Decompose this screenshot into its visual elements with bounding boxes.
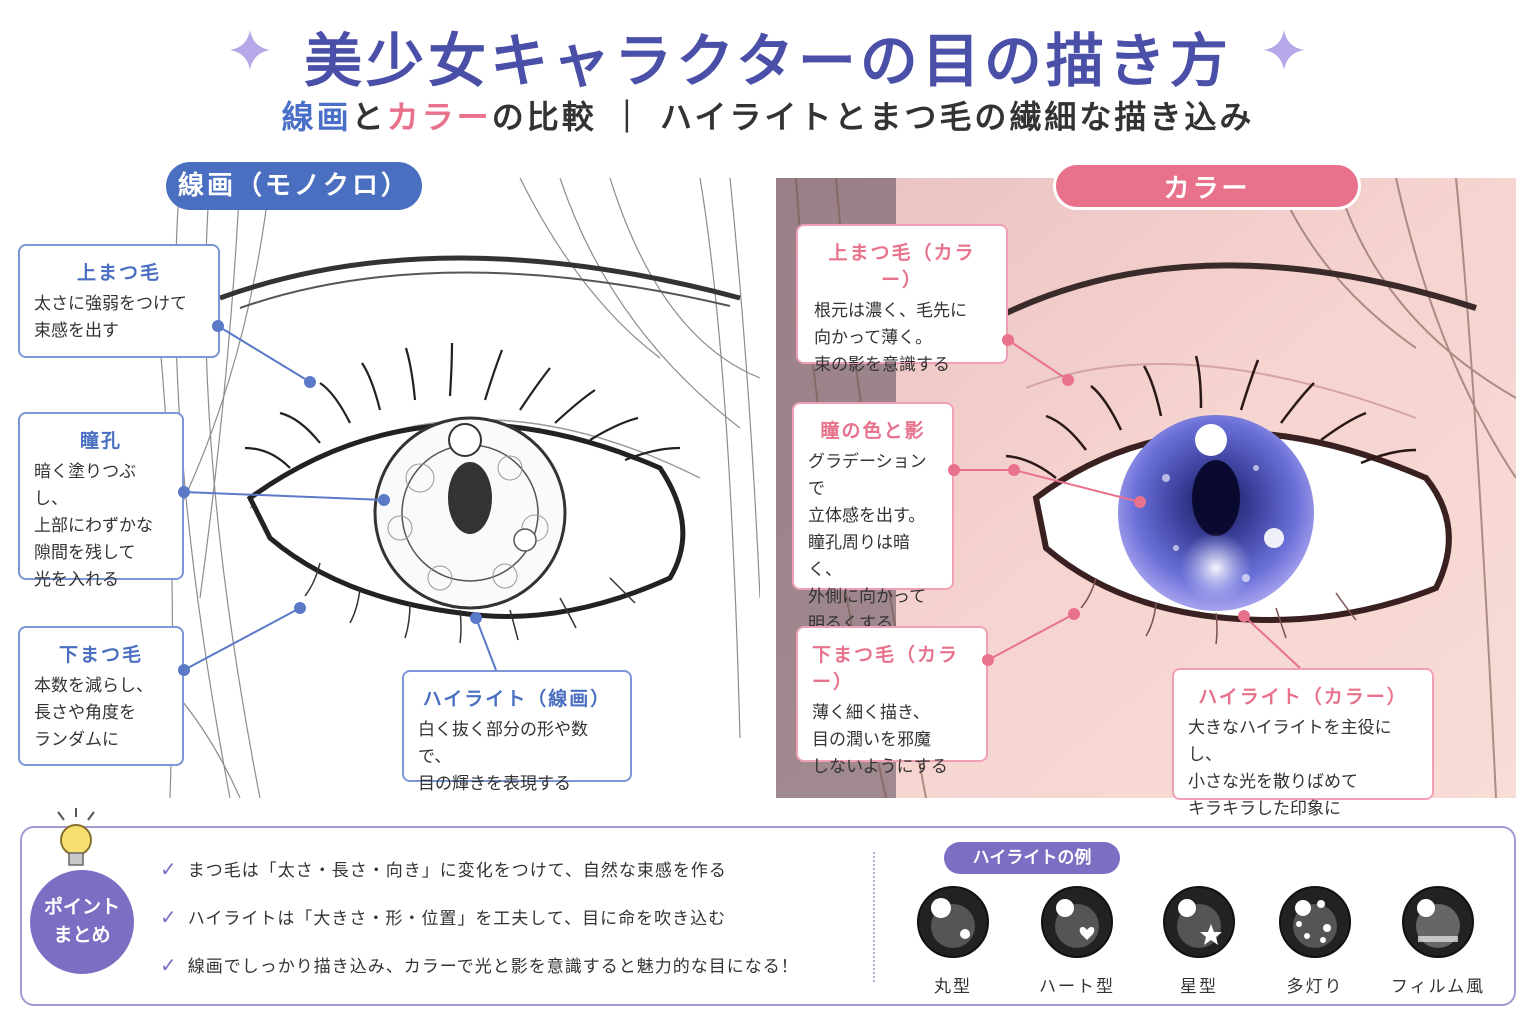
check-icon: ✓ — [160, 905, 178, 929]
summary-point-2: ✓ ハイライトは「大きさ・形・位置」を工夫して、目に命を吹き込む — [160, 904, 726, 929]
subtitle-and: と — [351, 98, 387, 136]
callout-lower-lash-title: 下まつ毛 — [58, 644, 143, 666]
subtitle-lineart: 線画 — [281, 98, 352, 136]
highlight-example-film-label: フィルム風 — [1390, 977, 1486, 997]
callout-upper-lash-text: 太さに強弱をつけて 束感を出す — [34, 294, 187, 341]
callout-lower-lash-color-title: 下まつ毛（カラー） — [812, 644, 960, 693]
highlight-example-round-label: 丸型 — [934, 977, 972, 997]
summary-point-3: ✓ 線画でしっかり描き込み、カラーで光と影を意識すると魅力的な目になる！ — [160, 952, 799, 977]
sparkle-icon-right — [1264, 30, 1304, 70]
round-highlight-eye-icon — [917, 886, 989, 958]
callout-upper-lash-color-text: 根元は濃く、毛先に 向かって薄く。 束の影を意識する — [814, 301, 967, 375]
callout-highlight-lineart: ハイライト（線画） 白く抜く部分の形や数で、 目の輝きを表現する — [402, 670, 632, 794]
callout-pupil-title: 瞳孔 — [79, 430, 122, 452]
callout-highlight-color-text: 大きなハイライトを主役にし、 小さな光を散りばめて キラキラした印象に — [1188, 718, 1392, 819]
callout-upper-lash-color: 上まつ毛（カラー） 根元は濃く、毛先に 向かって薄く。 束の影を意識する — [796, 224, 1008, 375]
summary-badge: ポイント まとめ — [30, 870, 134, 974]
sparkle-icon-left — [230, 30, 270, 70]
highlight-example-multi-label: 多灯り — [1286, 977, 1344, 997]
summary-point-2-text: ハイライトは「大きさ・形・位置」を工夫して、目に命を吹き込む — [187, 909, 727, 929]
film-highlight-eye-icon — [1402, 886, 1474, 958]
check-icon: ✓ — [160, 857, 178, 881]
highlight-example-multi: 多灯り — [1270, 884, 1360, 997]
summary-point-1: ✓ まつ毛は「太さ・長さ・向き」に変化をつけて、自然な束感を作る — [160, 856, 727, 881]
summary-point-1-text: まつ毛は「太さ・長さ・向き」に変化をつけて、自然な束感を作る — [187, 861, 727, 881]
callout-iris-color-title: 瞳の色と影 — [820, 420, 926, 442]
highlight-example-heart: ハート型 — [1032, 884, 1122, 997]
star-highlight-eye-icon — [1163, 886, 1235, 958]
subtitle-color: カラー — [386, 98, 492, 136]
highlight-examples-title: ハイライトの例 — [944, 842, 1120, 874]
callout-highlight-color: ハイライト（カラー） 大きなハイライトを主役にし、 小さな光を散りばめて キラキ… — [1172, 668, 1434, 819]
check-icon: ✓ — [160, 953, 178, 977]
callout-lower-lash-color-text: 薄く細く描き、 目の潤いを邪魔 しないようにする — [812, 703, 948, 777]
highlight-example-star: 星型 — [1154, 884, 1244, 997]
callout-highlight-color-title: ハイライト（カラー） — [1198, 686, 1408, 708]
callout-highlight-lineart-text: 白く抜く部分の形や数で、 目の輝きを表現する — [418, 720, 588, 794]
callout-pupil-text: 暗く塗りつぶし、 上部にわずかな 隙間を残して 光を入れる — [34, 462, 153, 590]
callout-lower-lash: 下まつ毛 本数を減らし、 長さや角度を ランダムに — [18, 626, 184, 766]
heart-highlight-eye-icon — [1041, 886, 1113, 958]
page-title: 美少女キャラクターの目の描き方 — [304, 27, 1232, 95]
highlight-example-film: フィルム風 — [1384, 884, 1492, 997]
callout-iris-color: 瞳の色と影 グラデーションで 立体感を出す。 瞳孔周りは暗く、 外側に向かって … — [792, 402, 954, 634]
callout-iris-color-text: グラデーションで 立体感を出す。 瞳孔周りは暗く、 外側に向かって 明るくする — [808, 452, 927, 634]
subtitle-rest: の比較 ｜ ハイライトとまつ毛の繊細な描き込み — [491, 98, 1255, 136]
callout-lower-lash-text: 本数を減らし、 長さや角度を ランダムに — [34, 676, 153, 750]
callout-pupil: 瞳孔 暗く塗りつぶし、 上部にわずかな 隙間を残して 光を入れる — [18, 412, 184, 590]
page-subtitle: 線画とカラーの比較 ｜ ハイライトとまつ毛の繊細な描き込み — [0, 92, 1536, 138]
lightbulb-icon — [57, 808, 95, 866]
lineart-eye-drawing — [140, 178, 760, 798]
callout-upper-lash-color-title: 上まつ毛（カラー） — [828, 242, 976, 291]
color-section-label: カラー — [1053, 162, 1361, 210]
highlight-example-star-label: 星型 — [1180, 977, 1218, 997]
multi-light-highlight-eye-icon — [1279, 886, 1351, 958]
summary-panel — [20, 826, 1516, 1006]
summary-point-3-text: 線画でしっかり描き込み、カラーで光と影を意識すると魅力的な目になる！ — [187, 957, 799, 977]
lineart-section-label: 線画（モノクロ） — [166, 162, 422, 210]
callout-highlight-lineart-title: ハイライト（線画） — [422, 688, 612, 710]
callout-upper-lash-title: 上まつ毛 — [76, 262, 161, 284]
callout-upper-lash: 上まつ毛 太さに強弱をつけて 束感を出す — [18, 244, 220, 358]
highlight-example-round: 丸型 — [908, 884, 998, 997]
highlight-example-heart-label: ハート型 — [1039, 977, 1115, 997]
summary-divider — [873, 852, 875, 982]
callout-lower-lash-color: 下まつ毛（カラー） 薄く細く描き、 目の潤いを邪魔 しないようにする — [796, 626, 988, 777]
